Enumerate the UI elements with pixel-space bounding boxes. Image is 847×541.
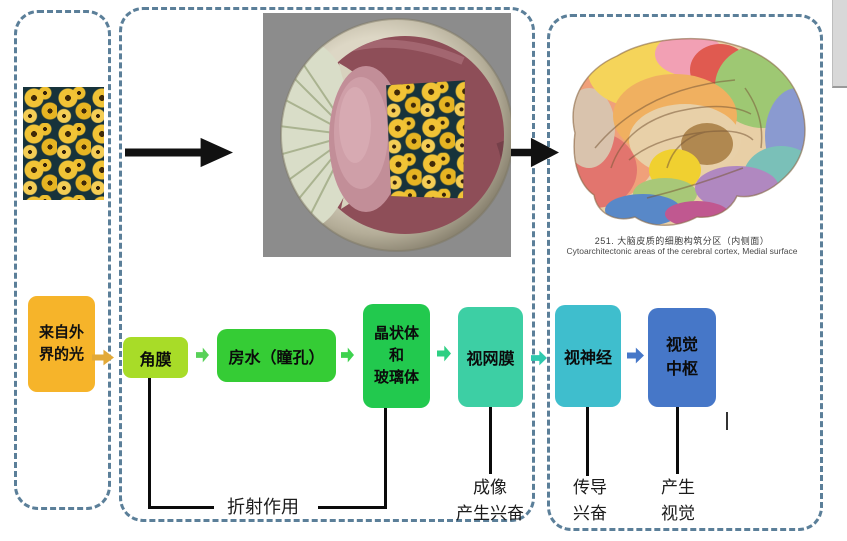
page-scrollbar-strip[interactable] <box>832 0 847 88</box>
brain-caption-chinese: 251. 大脑皮质的细胞构筑分区（内侧面） <box>594 236 770 246</box>
retina-image-patch <box>386 80 467 199</box>
optic-nerve-annotation-line <box>586 407 589 476</box>
brain-illustration-svg <box>572 37 806 226</box>
eye-cross-section-image <box>263 13 514 257</box>
visual-center-annotation-line <box>676 407 679 474</box>
brain-cortex-map-image <box>555 28 813 230</box>
refraction-bracket-left-horizontal <box>148 506 214 509</box>
eye-illustration-svg <box>263 13 514 257</box>
flower-image <box>23 87 104 200</box>
refraction-bracket-right-vertical <box>384 408 387 509</box>
flow-box-aqueous-humor: 房水（瞳孔） <box>217 329 336 382</box>
stray-tick-mark <box>726 412 728 430</box>
source-group-frame <box>14 10 111 510</box>
refraction-bracket-right-horizontal <box>318 506 387 509</box>
flow-box-retina: 视网膜 <box>458 307 523 407</box>
vision-label: 产生 视觉 <box>661 478 695 524</box>
refraction-bracket-left-vertical <box>148 378 151 509</box>
imaging-label: 成像 产生兴奋 <box>456 478 524 524</box>
flow-box-optic-nerve: 视神经 <box>555 305 621 407</box>
brain-group-frame <box>547 14 823 531</box>
conduction-label: 传导 兴奋 <box>573 478 607 524</box>
flow-box-cornea: 角膜 <box>123 337 188 378</box>
flow-box-lens-vitreous: 晶状体 和 玻璃体 <box>363 304 430 408</box>
flow-box-visual-center: 视觉 中枢 <box>648 308 716 407</box>
eye-group-frame <box>119 7 535 522</box>
brain-caption-english: Cytoarchitectonic areas of the cerebral … <box>566 246 798 256</box>
refraction-label: 折射作用 <box>227 497 299 517</box>
retina-annotation-line <box>489 407 492 474</box>
light-source-box: 来自外 界的光 <box>28 296 95 392</box>
